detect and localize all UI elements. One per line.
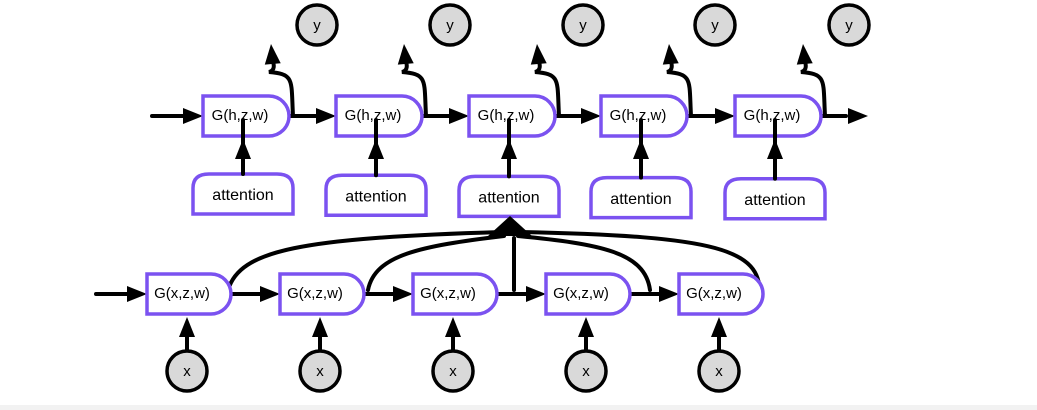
input-label: x	[582, 363, 590, 380]
attention-fan-wire	[366, 234, 506, 292]
attention-label: attention	[345, 188, 406, 205]
attention-fan-wire	[516, 234, 652, 292]
output-arrow	[397, 44, 414, 65]
encoder-recurrent-arrow	[526, 286, 546, 302]
input-to-gate-arrow	[312, 317, 328, 337]
decoder-final-arrow	[848, 108, 868, 124]
input-to-gate-arrow	[179, 317, 195, 337]
encoder-gate-label: G(x,z,w)	[686, 285, 742, 302]
input-label: x	[183, 363, 191, 380]
attention-box	[324, 173, 428, 217]
attention-label: attention	[212, 187, 273, 204]
encoder-gate	[145, 272, 233, 316]
attention-to-gate-arrow	[368, 139, 384, 159]
decoder-recurrent-arrow	[715, 108, 735, 124]
encoder-gate	[411, 272, 499, 316]
attention-label: attention	[610, 191, 671, 208]
attention-box	[723, 177, 827, 221]
output-label: y	[579, 17, 587, 34]
encoder-recurrent-arrow	[659, 286, 679, 302]
decoder-gate	[467, 94, 557, 138]
decoder-recurrent-arrow	[316, 108, 336, 124]
output-label: y	[313, 17, 321, 34]
attention-box	[191, 172, 295, 216]
encoder-gate	[278, 272, 366, 316]
attention-label: attention	[478, 190, 539, 207]
decoder-gate	[334, 94, 424, 138]
attention-fan-arrow	[488, 216, 532, 236]
encoder-gate-label: G(x,z,w)	[420, 285, 476, 302]
input-node-x	[431, 349, 475, 393]
input-node-x	[165, 349, 209, 393]
attention-box	[589, 175, 693, 220]
input-to-gate-arrow	[578, 317, 594, 337]
output-label: y	[711, 17, 719, 34]
decoder-recurrent-arrow	[581, 108, 601, 124]
output-arrow	[662, 44, 679, 65]
decoder-input-arrow	[183, 108, 203, 124]
output-node-y	[295, 3, 339, 47]
decoder-gate-label: G(h,z,w)	[744, 107, 801, 124]
output-arrow	[796, 44, 813, 65]
attention-to-gate-arrow	[633, 139, 649, 159]
decoder-recurrent-arrow	[449, 108, 469, 124]
encoder-recurrent-arrow	[393, 286, 413, 302]
input-to-gate-arrow	[445, 317, 461, 337]
decoder-gate-label: G(h,z,w)	[345, 107, 402, 124]
decoder-gate	[201, 94, 291, 138]
decoder-gate-label: G(h,z,w)	[478, 107, 535, 124]
encoder-gate	[544, 272, 632, 316]
encoder-gate-label: G(x,z,w)	[287, 285, 343, 302]
output-label: y	[845, 17, 853, 34]
encoder-recurrent-arrow	[260, 286, 280, 302]
attention-to-gate-arrow	[235, 139, 251, 159]
output-label: y	[446, 17, 454, 34]
output-node-y	[827, 3, 871, 47]
decoder-gate-label: G(h,z,w)	[610, 107, 667, 124]
attention-to-gate-arrow	[767, 139, 783, 159]
output-node-y	[428, 3, 472, 47]
input-to-gate-arrow	[711, 317, 727, 337]
encoder-input-arrow	[127, 286, 147, 302]
input-label: x	[316, 363, 324, 380]
output-arrow	[530, 44, 547, 65]
encoder-gate-label: G(x,z,w)	[154, 285, 210, 302]
input-node-x	[564, 349, 608, 393]
output-node-y	[561, 3, 605, 47]
attention-fan-wire	[226, 230, 504, 292]
encoder-gate	[677, 272, 765, 316]
footer-strip	[0, 405, 1037, 410]
encoder-gate-label: G(x,z,w)	[553, 285, 609, 302]
output-node-y	[693, 3, 737, 47]
decoder-gate	[733, 94, 823, 138]
input-label: x	[715, 363, 723, 380]
input-node-x	[298, 349, 342, 393]
input-node-x	[697, 349, 741, 393]
decoder-gate-label: G(h,z,w)	[212, 107, 269, 124]
decoder-gate	[599, 94, 689, 138]
input-label: x	[449, 363, 457, 380]
attention-to-gate-arrow	[501, 139, 517, 159]
attention-label: attention	[744, 192, 805, 209]
attention-box	[457, 174, 561, 219]
output-arrow	[264, 44, 281, 65]
